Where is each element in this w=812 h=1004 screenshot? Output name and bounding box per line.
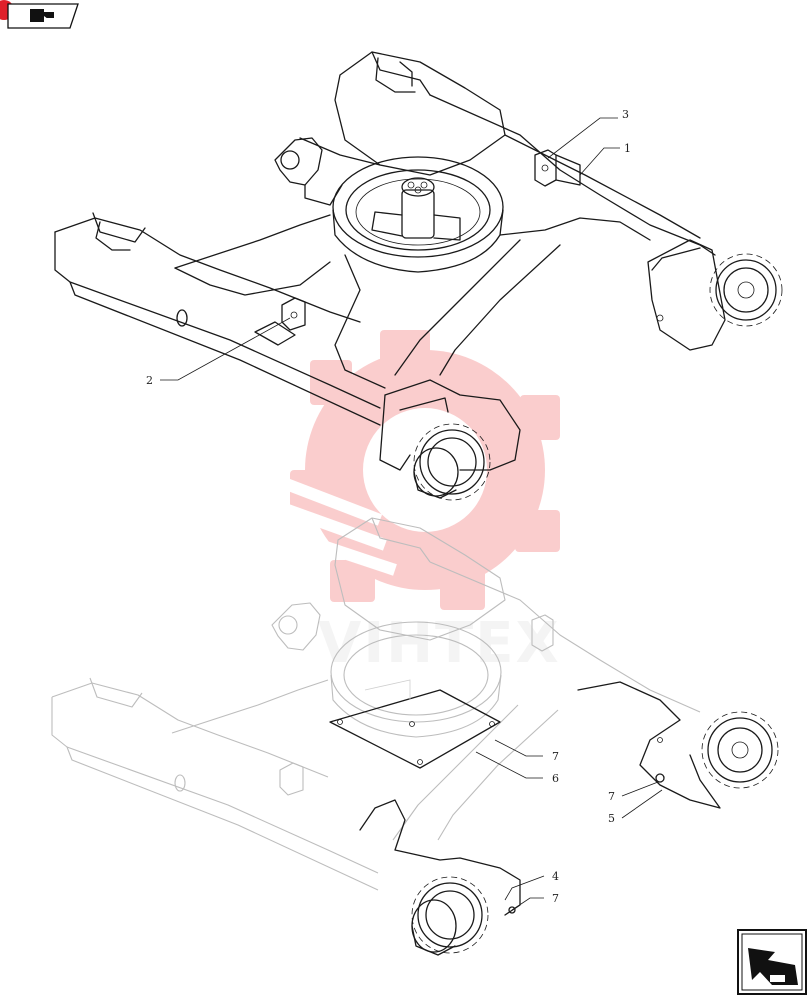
callout-label: 7 [608, 790, 615, 803]
callout-label: 7 [552, 750, 559, 763]
return-arrow-icon [30, 9, 54, 22]
undercarriage-frame-lower [51, 517, 779, 956]
callout-labels: 3 1 2 7 6 7 5 4 7 [146, 108, 631, 905]
callout-label: 5 [608, 812, 615, 825]
gear-logo-icon [247, 330, 560, 610]
return-arrow-icon [748, 948, 798, 985]
callout-label: 1 [624, 142, 631, 155]
callout-label: 7 [552, 892, 559, 905]
callout-label: 3 [622, 108, 629, 121]
return-button[interactable] [737, 929, 807, 995]
callout-leaders [160, 117, 663, 911]
callout-label: 2 [146, 374, 153, 387]
undercarriage-frame-upper [54, 51, 783, 501]
watermark-logo: VIHTEX [247, 330, 561, 676]
callout-label: 4 [552, 870, 559, 883]
watermark-text: VIHTEX [318, 611, 561, 676]
prev-page-button[interactable] [0, 0, 79, 29]
callout-label: 6 [552, 772, 559, 785]
